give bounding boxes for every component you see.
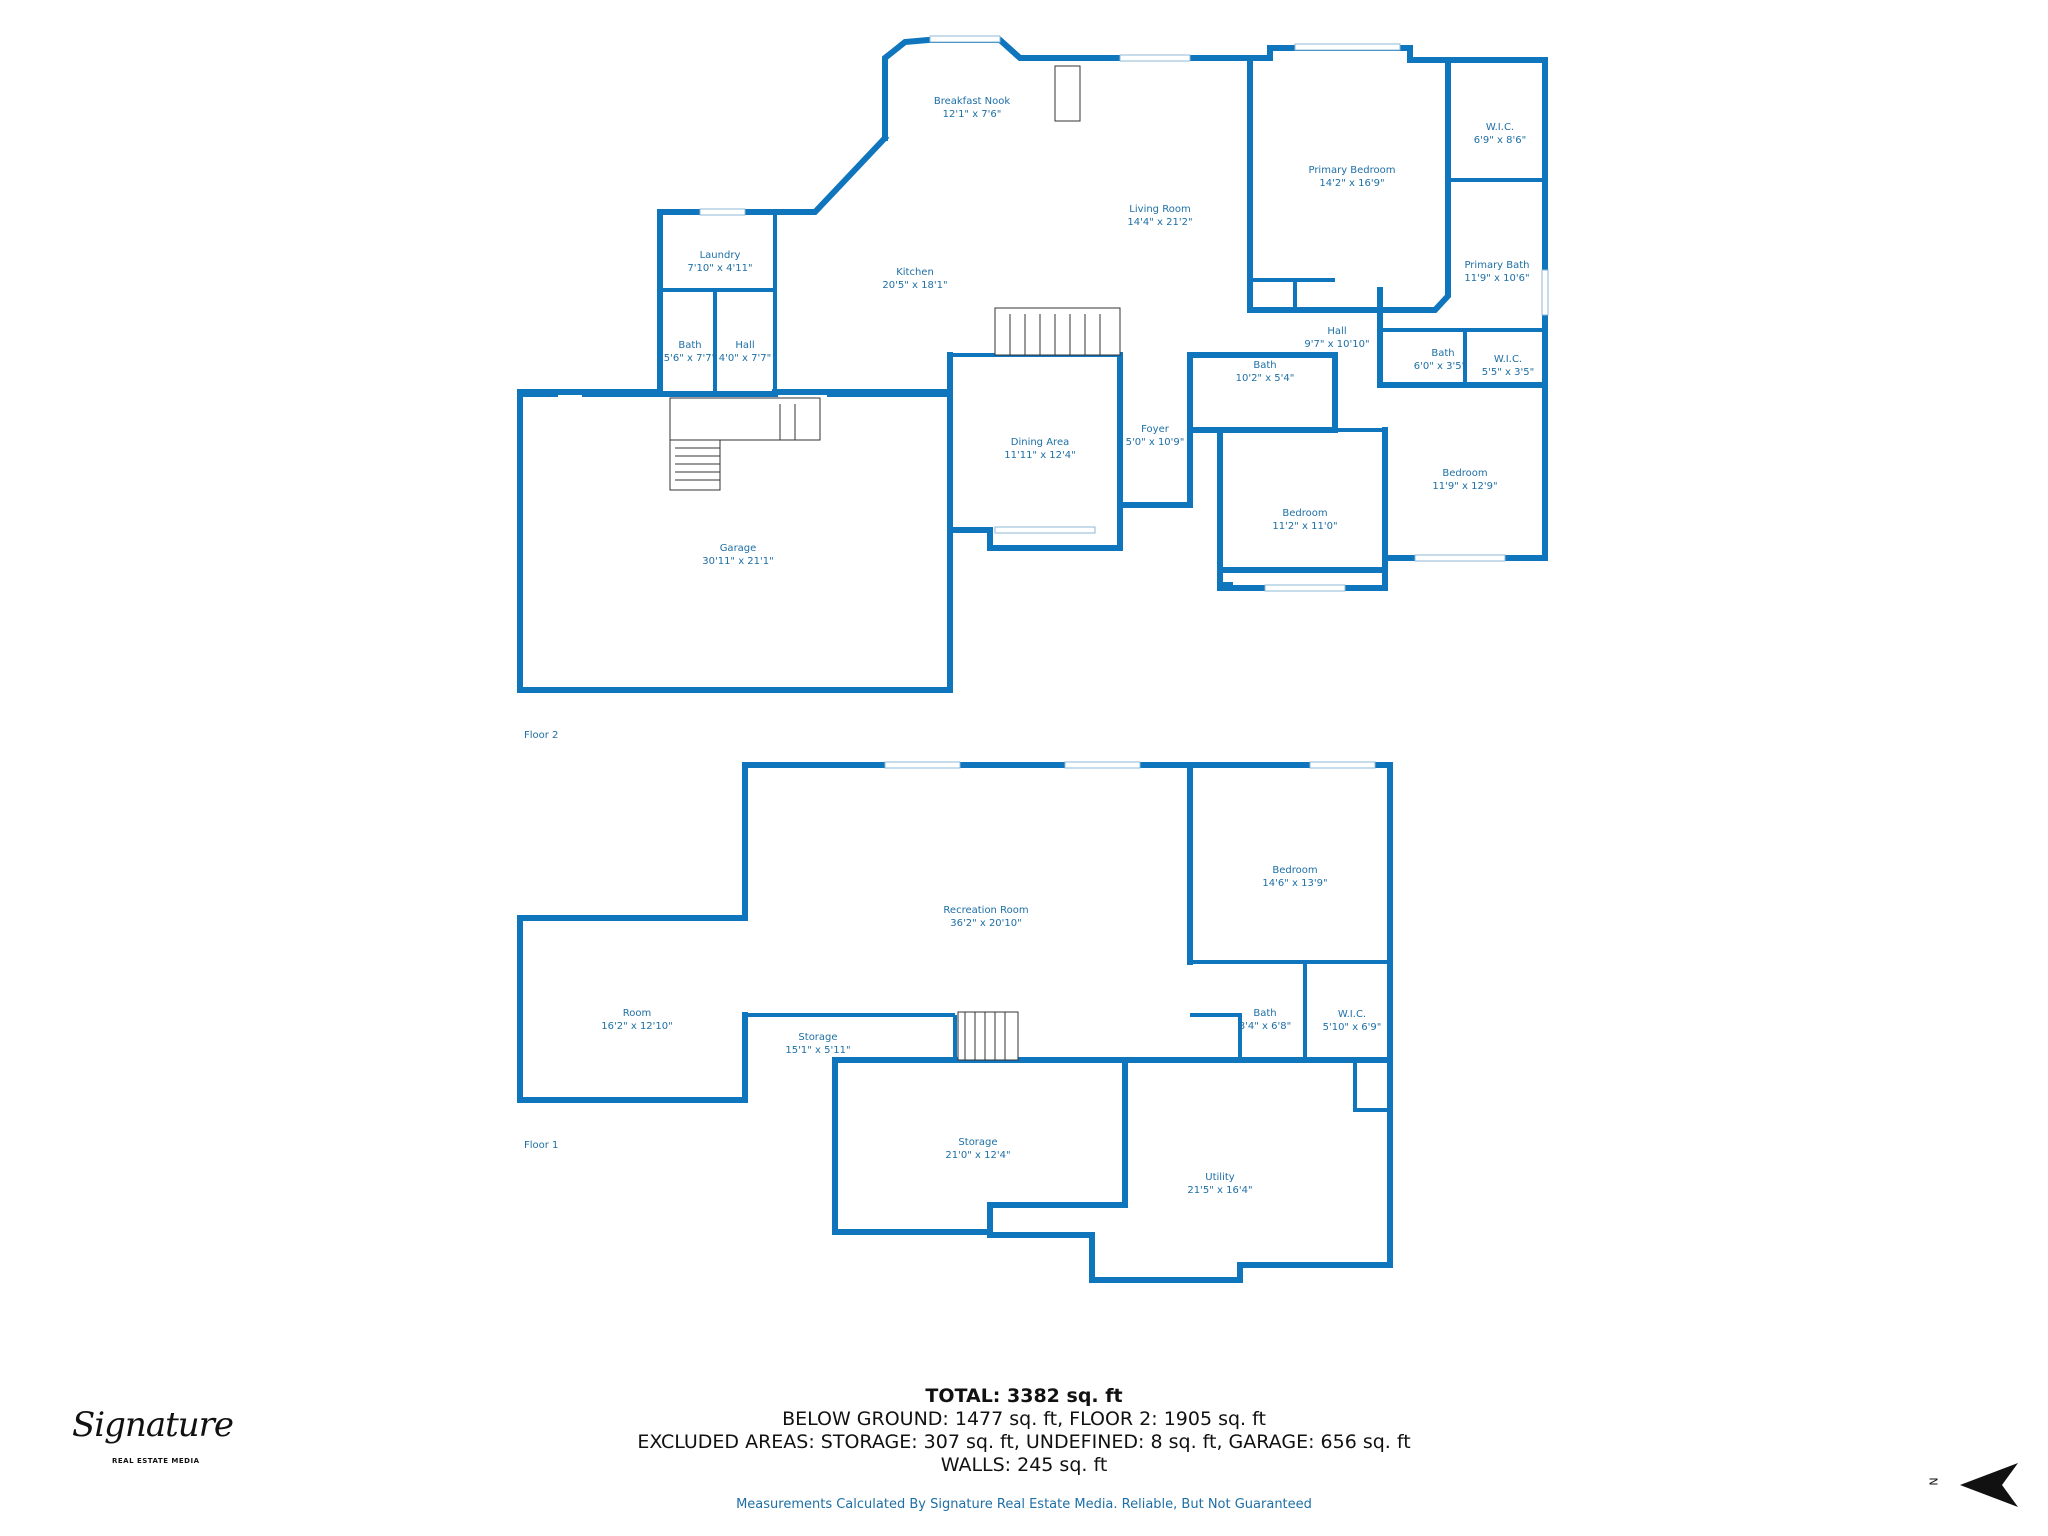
room-name: Hall [735,340,754,351]
room-name: Primary Bedroom [1308,165,1395,176]
floor-2-walls [517,37,1548,693]
room-dims: 4'0" x 7'7" [719,353,771,364]
room-name: Laundry [700,250,741,261]
room-name: Garage [720,543,757,554]
room-dims: 16'2" x 12'10" [601,1021,673,1032]
floor-1-walls [517,762,1393,1283]
floor-2-label: Floor 2 [524,730,558,741]
room-dims: 9'7" x 10'10" [1304,339,1369,350]
room-name: Recreation Room [943,905,1028,916]
excluded-areas: EXCLUDED AREAS: STORAGE: 307 sq. ft, UND… [637,1431,1411,1453]
room-name: Bath [1431,348,1454,359]
room-name: W.I.C. [1494,354,1522,365]
room-dims: 11'9" x 10'6" [1464,273,1529,284]
signature-logo: Signature REAL ESTATE MEDIA [72,1405,234,1475]
floor-2-windows [699,35,1549,592]
room-dims: 15'1" x 5'11" [785,1045,850,1056]
room-dims: 5'5" x 3'5" [1482,367,1534,378]
room-name: Utility [1205,1172,1234,1183]
room-name: Room [623,1008,651,1019]
fireplace-icon [1054,65,1081,122]
room-dims: 12'1" x 7'6" [943,109,1002,120]
room-dims: 20'5" x 18'1" [882,280,947,291]
floor-2-stairs [669,65,1121,491]
compass: N [1928,1455,2020,1515]
total-area: TOTAL: 3382 sq. ft [925,1385,1123,1407]
room-name: Bath [1253,1008,1276,1019]
room-dims: 21'5" x 16'4" [1187,1185,1252,1196]
room-name: Living Room [1129,204,1190,215]
room-dims: 21'0" x 12'4" [945,1150,1010,1161]
room-name: Foyer [1141,424,1170,435]
disclaimer: Measurements Calculated By Signature Rea… [736,1497,1312,1512]
room-name: Kitchen [896,267,934,278]
room-name: W.I.C. [1486,122,1514,133]
room-name: Dining Area [1011,437,1069,448]
area-breakdown: BELOW GROUND: 1477 sq. ft, FLOOR 2: 1905… [782,1408,1266,1430]
room-name: Bedroom [1272,865,1317,876]
room-dims: 14'2" x 16'9" [1319,178,1384,189]
room-dims: 36'2" x 20'10" [950,918,1022,929]
room-dims: 11'2" x 11'0" [1272,521,1337,532]
floor-1-room-labels: Bedroom 14'6" x 13'9" Recreation Room 36… [601,865,1381,1196]
room-dims: 11'11" x 12'4" [1004,450,1076,461]
room-dims: 5'6" x 7'7" [664,353,716,364]
room-name: Hall [1327,326,1346,337]
logo-script: Signature [72,1405,234,1445]
room-dims: 6'0" x 3'5" [1414,361,1466,372]
room-dims: 7'10" x 4'11" [687,263,752,274]
room-dims: 8'4" x 6'8" [1239,1021,1291,1032]
logo-subtitle: REAL ESTATE MEDIA [112,1457,200,1465]
room-name: Storage [958,1137,997,1148]
room-dims: 10'2" x 5'4" [1236,373,1295,384]
room-dims: 11'9" x 12'9" [1432,481,1497,492]
room-name: Bedroom [1282,508,1327,519]
floor-1-label: Floor 1 [524,1140,558,1151]
floor-1-stairs [957,1011,1019,1061]
room-dims: 6'9" x 8'6" [1474,135,1526,146]
room-name: Primary Bath [1464,260,1529,271]
room-name: Bath [678,340,701,351]
room-name: Bath [1253,360,1276,371]
room-name: W.I.C. [1338,1009,1366,1020]
room-name: Storage [798,1032,837,1043]
room-dims: 5'10" x 6'9" [1323,1022,1382,1033]
room-name: Bedroom [1442,468,1487,479]
room-dims: 14'4" x 21'2" [1127,217,1192,228]
walls-area: WALLS: 245 sq. ft [940,1454,1108,1476]
floor-2-room-labels: Breakfast Nook 12'1" x 7'6" Living Room … [664,96,1534,567]
room-dims: 30'11" x 21'1" [702,556,774,567]
room-name: Breakfast Nook [934,96,1010,107]
room-dims: 5'0" x 10'9" [1126,437,1185,448]
north-arrow-icon [1960,1463,2018,1507]
room-dims: 14'6" x 13'9" [1262,878,1327,889]
floor-1-windows [884,761,1376,769]
area-totals: TOTAL: 3382 sq. ft BELOW GROUND: 1477 sq… [0,1384,2048,1477]
